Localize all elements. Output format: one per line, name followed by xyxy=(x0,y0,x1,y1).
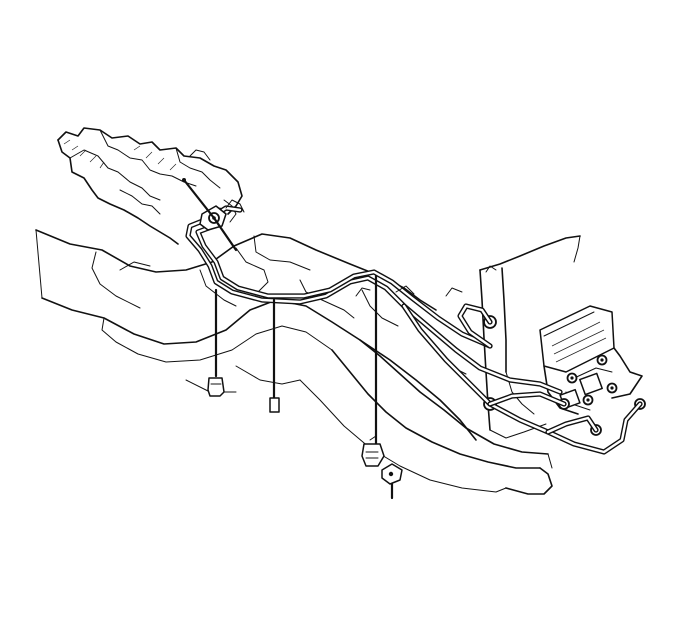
brake-line-retaining-clips xyxy=(207,274,403,500)
frame-rail-left xyxy=(35,229,477,441)
brake-junction-block xyxy=(182,178,238,252)
frame-rail-right xyxy=(185,339,553,495)
chassis-detail-lines xyxy=(119,199,463,297)
brake-pipe-bundle xyxy=(185,205,643,455)
